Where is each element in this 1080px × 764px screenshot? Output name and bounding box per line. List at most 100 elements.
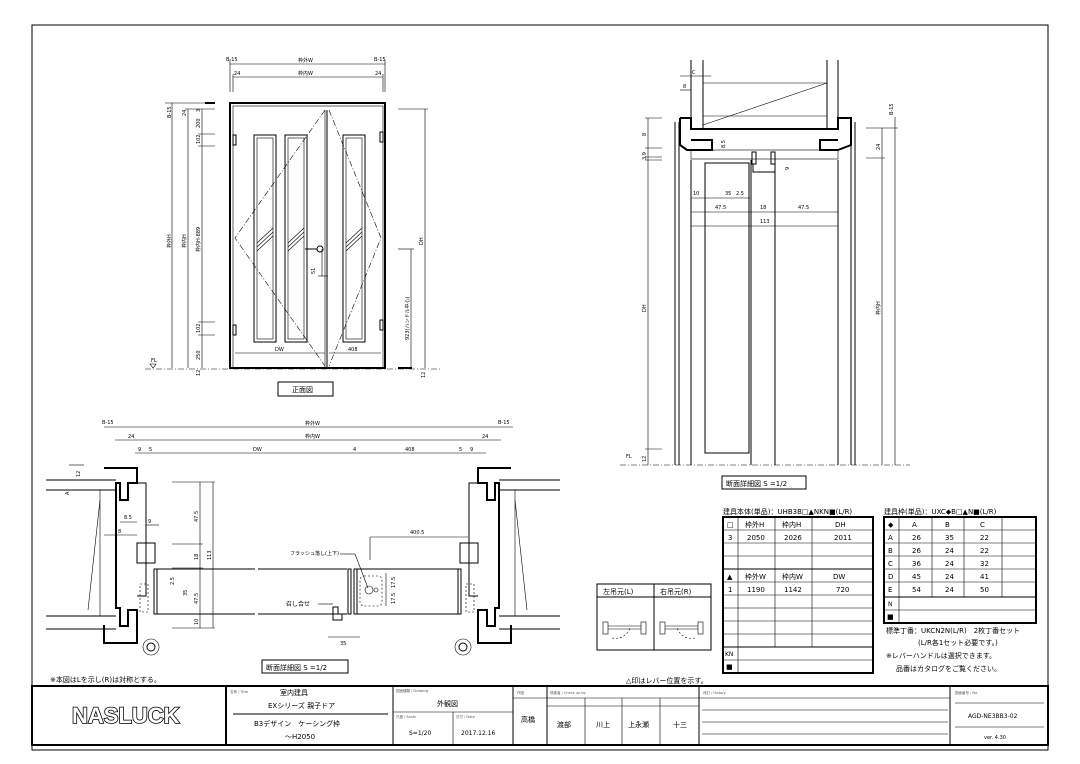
dim-label: 2.5 [170,577,176,585]
title-line-3: B3デザイン ケーシング枠 [254,719,340,728]
checker: 川上 [596,720,610,729]
dim-label: 9 [470,447,473,453]
dim-label: 102 [196,323,202,333]
dim-label: 枠内H [181,234,188,248]
body-table-title: 建具本体(単品)：UHB3B□▲NKN■(L/R) [723,507,852,516]
catalog-note: 品番はカタログをご覧ください。 [896,664,1001,673]
scale-label: 尺度 / Scale [396,714,416,719]
cell: ▲ [727,573,733,581]
cell: 枠内W [782,572,803,581]
cell: B [888,547,893,555]
nasluck-logo: NASLUCK [72,703,180,728]
drawing-number-label: 図面番号 / No. [955,690,978,695]
lever-position-note: △印はレバー位置を示す。 [626,676,708,685]
dim-label: 24 [128,434,134,440]
cell: 1190 [747,586,765,594]
left-hinge-label: 左吊元(L) [603,587,634,596]
fl-label: FL [151,358,157,364]
cell: ◆ [888,521,894,529]
square-label: ■ [726,663,733,671]
dim-label: 9 [148,519,151,525]
title-line-1: 室内建具 [280,688,308,697]
dim-label: 9 [785,167,791,170]
dim-label: 24 [482,434,488,440]
check-label: 検査者 / Check up by [550,690,586,695]
cell: 24 [945,586,954,594]
cell: 24 [945,547,954,555]
kn-label: KN [725,651,733,658]
dim-label: 24 [876,144,882,150]
dim-label: 923(ハンドル中心) [404,297,411,340]
front-view-caption: 正面図 [292,386,313,394]
lever-note: ※レバーハンドルは選択できます。 [886,651,996,660]
dim-label: 24 [234,71,240,77]
cell: 45 [912,573,921,581]
dim-label: 35 [340,641,346,647]
drawing-type: 外観図 [437,699,458,708]
cell: 2011 [834,534,852,542]
dim-label: 250 [196,350,202,360]
cell: 36 [912,560,921,568]
dim-label: 2.5 [736,191,744,197]
cell: 26 [912,534,921,542]
notes: 標準丁番：UKCN2N(L/R) 2枚丁番セット (L/R各1セット必要です。)… [886,626,1020,673]
cell: 1142 [784,586,802,594]
dim-label: 12 [421,372,427,378]
standard-hinge-note: 標準丁番：UKCN2N(L/R) 2枚丁番セット [886,626,1020,635]
cell: DW [833,573,845,581]
cell: 2026 [784,534,802,542]
n-label: N [888,601,893,608]
dim-label: 113 [760,219,770,225]
plan-section: B-15 枠外W B-15 24 枠内W 24 9 5 DW 4 408 5 9 [46,420,560,674]
right-hinge-label: 右吊元(R) [660,587,692,596]
dim-label: 35 [183,590,189,596]
body-row-2: 1 1190 1142 720 [728,586,849,594]
dim-label: 35 [725,191,731,197]
dim-label: 枠外H [166,234,173,248]
dim-label: 12 [76,471,82,477]
cell: 54 [912,586,921,594]
flush-bolt-label: フラッシュ落し(上下) [290,550,339,557]
cell: C [888,560,893,568]
body-header-row-1: □ 枠外H 枠内H DH [727,520,846,529]
dim-label: 枠外W [298,57,313,64]
dim-label: 8.5 [721,140,727,148]
dim-label: B-15 [374,57,386,63]
dim-label: 408 [405,447,415,453]
cell: D [888,573,893,581]
body-spec-table: 建具本体(単品)：UHB3B□▲NKN■(L/R) □ 枠外H 枠内H DH 3… [722,507,874,674]
cell: 41 [980,573,989,581]
dim-label: DH [419,237,425,245]
dim-label: 17.5 [391,577,397,588]
dim-label: 400.5 [410,530,424,536]
dim-label: 8 [683,84,686,90]
checker: 上永瀬 [628,720,649,729]
cell: B [945,521,950,529]
checker: 渡部 [557,720,571,729]
cell: 720 [836,586,849,594]
cell: 22 [980,534,989,542]
date: 2017.12.16 [461,730,496,737]
dim-label: 9 [138,447,141,453]
hinge-direction-box: 左吊元(L) 右吊元(R) △印はレバー位置を示す。 [596,583,712,685]
dim-label: 408 [348,347,358,353]
dim-label: 18 [194,554,200,560]
dim-label: 10 [194,619,200,625]
history-label: 改訂 / History [703,690,726,695]
dim-label: 枠内H-889 [195,227,202,252]
dim-label: 24 [182,110,188,116]
cell: 枠外W [745,572,766,581]
symmetry-note: ※本図はLを示し(R)は対称とする。 [50,675,161,684]
frame-table-title: 建具枠(単品)：UXC◆B□▲N■(L/R) [884,507,997,516]
cell: 35 [945,534,954,542]
cell: 2050 [747,534,765,542]
dim-label: 17.5 [391,593,397,604]
dim-label: 47.5 [715,205,726,211]
